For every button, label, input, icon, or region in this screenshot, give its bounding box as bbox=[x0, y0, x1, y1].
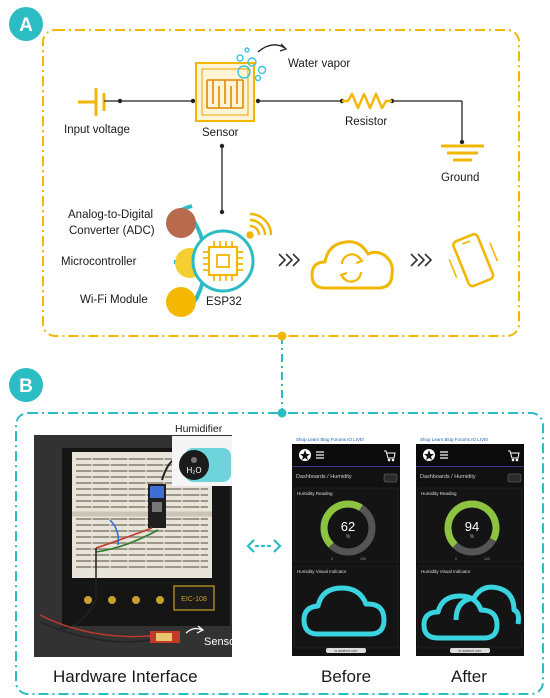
label-humidifier: Humidifier bbox=[175, 423, 223, 435]
wire-junctions bbox=[117, 98, 465, 215]
panel-connector bbox=[277, 331, 287, 418]
label-ground: Ground bbox=[441, 172, 479, 184]
label-adc-line1: Analog-to-Digital bbox=[68, 209, 153, 221]
label-sensor: Sensor bbox=[202, 127, 239, 139]
nav-before[interactable]: Shop Learn Blog Forums IO LIVE! bbox=[296, 437, 364, 442]
label-water-vapor: Water vapor bbox=[288, 58, 350, 70]
h2o-label: H₂O bbox=[186, 466, 201, 475]
gauge-value-after: 94 bbox=[465, 519, 479, 534]
board-label: EIC-108 bbox=[181, 596, 207, 603]
wifi-signal-icon bbox=[246, 212, 273, 239]
humidifier-inset: H₂O bbox=[172, 436, 232, 486]
url-before: io.adafruit.com bbox=[335, 649, 358, 653]
label-microcontroller: Microcontroller bbox=[61, 256, 137, 268]
sensor-icon bbox=[195, 62, 255, 122]
badge-b: B bbox=[9, 368, 43, 402]
visual-label-after: Humidity Visual Indicator bbox=[421, 569, 471, 574]
water-vapor-arrow bbox=[257, 43, 288, 53]
resistor-icon bbox=[342, 92, 392, 110]
caption-after: After bbox=[451, 667, 487, 686]
phone-after: Shop Learn Blog Forums IO LIVE! Dashboar… bbox=[416, 433, 524, 656]
reading-label-before: Humidity Reading bbox=[297, 491, 333, 496]
svg-text:A: A bbox=[19, 15, 33, 36]
hamburger-icon-after[interactable] bbox=[440, 451, 448, 459]
ground-icon bbox=[441, 144, 484, 162]
visual-label-before: Humidity Visual Indicator bbox=[297, 569, 347, 574]
arrow-chevrons-2 bbox=[410, 253, 433, 267]
battery-icon bbox=[78, 88, 106, 116]
reading-label-after: Humidity Reading bbox=[421, 491, 457, 496]
label-esp32: ESP32 bbox=[206, 296, 242, 308]
cloud-indicator-after-back bbox=[453, 584, 521, 625]
arrow-chevrons-1 bbox=[278, 253, 301, 267]
star-logo-after bbox=[423, 449, 435, 461]
settings-button-before[interactable] bbox=[383, 473, 398, 483]
caption-before: Before bbox=[321, 667, 371, 686]
label-wifi-module: Wi-Fi Module bbox=[80, 294, 148, 306]
cart-icon-before[interactable] bbox=[384, 450, 396, 462]
scale-max-before: 100 bbox=[360, 557, 366, 561]
label-adc-line2: Converter (ADC) bbox=[69, 225, 155, 237]
badge-a: A bbox=[9, 7, 43, 41]
circuit-wires bbox=[104, 100, 463, 212]
label-input-voltage: Input voltage bbox=[64, 124, 130, 136]
label-sensor-photo: Sensor bbox=[204, 636, 239, 648]
gauge-arc-after bbox=[444, 500, 500, 548]
scale-min-before: 0 bbox=[331, 557, 333, 561]
esp32-icon bbox=[191, 229, 255, 293]
panel-b-border bbox=[15, 412, 544, 695]
label-resistor: Resistor bbox=[345, 116, 387, 128]
smartphone-icon bbox=[448, 232, 499, 288]
cart-icon-after[interactable] bbox=[508, 450, 520, 462]
gauge-unit-before: % bbox=[346, 534, 351, 540]
phone-before: Shop Learn Blog Forums IO LIVE! Dashboar… bbox=[292, 433, 400, 656]
wifi-module-circle bbox=[166, 287, 196, 317]
caption-hardware: Hardware Interface bbox=[53, 667, 198, 686]
cloud-indicator-before bbox=[301, 585, 387, 637]
bidirectional-arrow bbox=[246, 539, 282, 553]
water-vapor-icon bbox=[236, 47, 267, 82]
settings-button-after[interactable] bbox=[507, 473, 522, 483]
hamburger-icon-before[interactable] bbox=[316, 451, 324, 459]
hardware-photo: EIC-108 bbox=[34, 435, 232, 657]
scale-max-after: 100 bbox=[484, 557, 490, 561]
gauge-value-before: 62 bbox=[341, 519, 355, 534]
gauge-unit-after: % bbox=[470, 534, 475, 540]
panel-a-border bbox=[42, 29, 520, 337]
adc-circle bbox=[166, 208, 196, 238]
scale-min-after: 0 bbox=[455, 557, 457, 561]
nav-after[interactable]: Shop Learn Blog Forums IO LIVE! bbox=[420, 437, 488, 442]
svg-text:B: B bbox=[19, 376, 33, 397]
gauge-arc-before bbox=[320, 500, 363, 548]
star-logo-before bbox=[299, 449, 311, 461]
cloud-sync-icon bbox=[310, 240, 394, 290]
cloud-indicator-after bbox=[421, 593, 500, 641]
url-after: io.adafruit.com bbox=[459, 649, 482, 653]
dash-title-before: Dashboards / Humidity bbox=[296, 474, 352, 480]
dash-title-after: Dashboards / Humidity bbox=[420, 474, 476, 480]
